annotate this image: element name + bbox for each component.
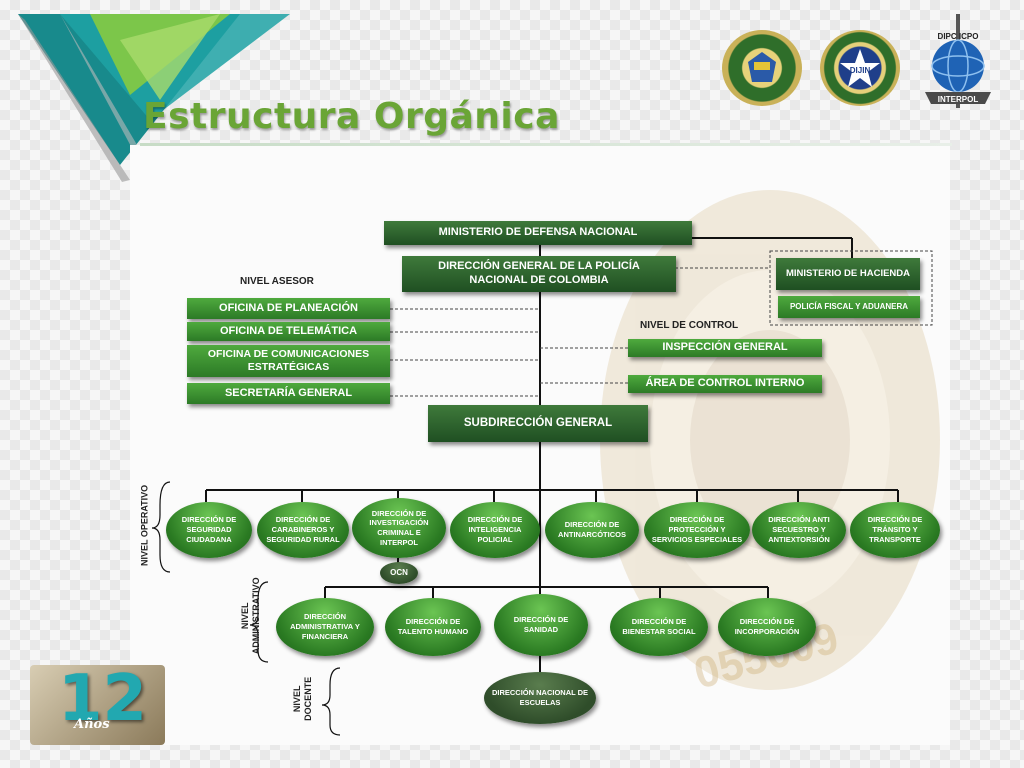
nivel-administrativo-line1: NIVEL (240, 602, 251, 630)
administrativo-node-label: DIRECCIÓN DE INCORPORACIÓN (734, 617, 800, 636)
interpol-top-text: DIPC ICPO (938, 32, 979, 41)
operativo-node: DIRECCIÓN DE TRÁNSITO Y TRANSPORTE (850, 502, 940, 558)
administrativo-node-label: DIRECCIÓN ADMINISTRATIVA Y FINANCIERA (290, 612, 360, 641)
ocn-label: OCN (390, 567, 408, 577)
operativo-node-label: DIRECCIÓN DE INTELIGENCIA POLICIAL (467, 515, 523, 544)
anniversary-logo: 12 Años (30, 665, 165, 745)
control-label: INSPECCIÓN GENERAL (662, 341, 788, 354)
operativo-node: DIRECCIÓN DE CARABINEROS Y SEGURIDAD RUR… (257, 502, 349, 558)
nivel-operativo-label: NIVEL OPERATIVO (139, 484, 150, 566)
anniversary-number: 12 (58, 665, 148, 736)
asesor-label: OFICINA DE PLANEACIÓN (219, 301, 358, 314)
administrativo-node: DIRECCIÓN ADMINISTRATIVA Y FINANCIERA (276, 598, 374, 656)
operativo-node: DIRECCIÓN DE ANTINARCÓTICOS (545, 502, 639, 558)
administrativo-node: DIRECCIÓN DE INCORPORACIÓN (718, 598, 816, 656)
administrativo-node-label: DIRECCIÓN DE BIENESTAR SOCIAL (622, 617, 696, 636)
ministerio-defensa-box: MINISTERIO DE DEFENSA NACIONAL (384, 221, 692, 245)
anniversary-text: Años (74, 717, 110, 732)
nivel-administrativo-label: NIVEL ADMINISTRATIVO (240, 571, 262, 661)
operativo-node-label: DIRECCIÓN ANTI SECUESTRO Y ANTIEXTORSIÓN (768, 515, 830, 544)
direccion-general-label: DIRECCIÓN GENERAL DE LA POLICÍA NACIONAL… (438, 260, 640, 286)
interpol-bottom-text: INTERPOL (938, 95, 979, 104)
asesor-label: OFICINA DE TELEMÁTICA (219, 324, 358, 337)
administrativo-node: DIRECCIÓN DE TALENTO HUMANO (385, 598, 481, 656)
operativo-node-label: DIRECCIÓN DE CARABINEROS Y SEGURIDAD RUR… (266, 515, 340, 544)
control-label: ÁREA DE CONTROL INTERNO (645, 377, 805, 390)
operativo-node: DIRECCIÓN DE INTELIGENCIA POLICIAL (450, 502, 540, 558)
asesor-label: SECRETARÍA GENERAL (224, 386, 353, 399)
ocn-node: OCN (380, 562, 418, 584)
asesor-label: OFICINA DE COMUNICACIONES ESTRATÉGICAS (207, 347, 370, 373)
asesor-box-secretaria: SECRETARÍA GENERAL (187, 383, 390, 404)
nivel-docente-line2: DOCENTE (303, 676, 313, 721)
nivel-docente-line1: NIVEL (292, 685, 303, 713)
policia-fiscal-label: POLICÍA FISCAL Y ADUANERA (789, 302, 909, 311)
docente-node-label: DIRECCIÓN NACIONAL DE ESCUELAS (491, 688, 589, 707)
control-box-inspeccion: INSPECCIÓN GENERAL (628, 339, 822, 357)
dijin-logo: DIJIN (820, 30, 900, 106)
docente-node: DIRECCIÓN NACIONAL DE ESCUELAS (484, 672, 596, 724)
operativo-node: DIRECCIÓN DE INVESTIGACIÓN CRIMINAL E IN… (352, 498, 446, 558)
ministerio-defensa-label: MINISTERIO DE DEFENSA NACIONAL (438, 226, 638, 239)
operativo-node: DIRECCIÓN DE SEGURIDAD CIUDADANA (166, 502, 252, 558)
nivel-asesor-label: NIVEL ASESOR (240, 276, 314, 287)
ministerio-hacienda-label: MINISTERIO DE HACIENDA (785, 268, 911, 280)
administrativo-node: DIRECCIÓN DE SANIDAD (494, 594, 588, 656)
control-box-control-interno: ÁREA DE CONTROL INTERNO (628, 375, 822, 393)
operativo-node-label: DIRECCIÓN DE PROTECCIÓN Y SERVICIOS ESPE… (651, 515, 743, 544)
operativo-node-label: DIRECCIÓN DE INVESTIGACIÓN CRIMINAL E IN… (369, 508, 429, 547)
interpol-logo: DIPC ICPO INTERPOL (915, 14, 1001, 110)
operativo-node-label: DIRECCIÓN DE ANTINARCÓTICOS (558, 520, 626, 539)
dijin-label: DIJIN (850, 66, 871, 75)
nivel-docente-label: NIVEL DOCENTE (292, 664, 314, 734)
nivel-administrativo-line2: ADMINISTRATIVO (251, 577, 261, 655)
operativo-node-label: DIRECCIÓN DE SEGURIDAD CIUDADANA (181, 515, 237, 544)
administrativo-node-label: DIRECCIÓN DE SANIDAD (513, 615, 569, 634)
policia-nacional-logo (722, 30, 802, 106)
administrativo-node-label: DIRECCIÓN DE TALENTO HUMANO (397, 617, 469, 636)
ministerio-hacienda-box: MINISTERIO DE HACIENDA (776, 258, 920, 290)
administrativo-node: DIRECCIÓN DE BIENESTAR SOCIAL (610, 598, 708, 656)
operativo-node: DIRECCIÓN ANTI SECUESTRO Y ANTIEXTORSIÓN (752, 502, 846, 558)
title-underline (140, 143, 952, 146)
direccion-general-box: DIRECCIÓN GENERAL DE LA POLICÍA NACIONAL… (402, 256, 676, 292)
page-title: Estructura Orgánica (143, 96, 560, 137)
asesor-box-comunicaciones: OFICINA DE COMUNICACIONES ESTRATÉGICAS (187, 345, 390, 377)
asesor-box-telematica: OFICINA DE TELEMÁTICA (187, 322, 390, 341)
subdireccion-general-box: SUBDIRECCIÓN GENERAL (428, 405, 648, 442)
policia-fiscal-box: POLICÍA FISCAL Y ADUANERA (778, 296, 920, 318)
operativo-node-label: DIRECCIÓN DE TRÁNSITO Y TRANSPORTE (867, 515, 923, 544)
operativo-node: DIRECCIÓN DE PROTECCIÓN Y SERVICIOS ESPE… (644, 502, 750, 558)
nivel-control-label: NIVEL DE CONTROL (640, 320, 739, 331)
subdireccion-general-label: SUBDIRECCIÓN GENERAL (463, 417, 613, 430)
asesor-box-planeacion: OFICINA DE PLANEACIÓN (187, 298, 390, 319)
